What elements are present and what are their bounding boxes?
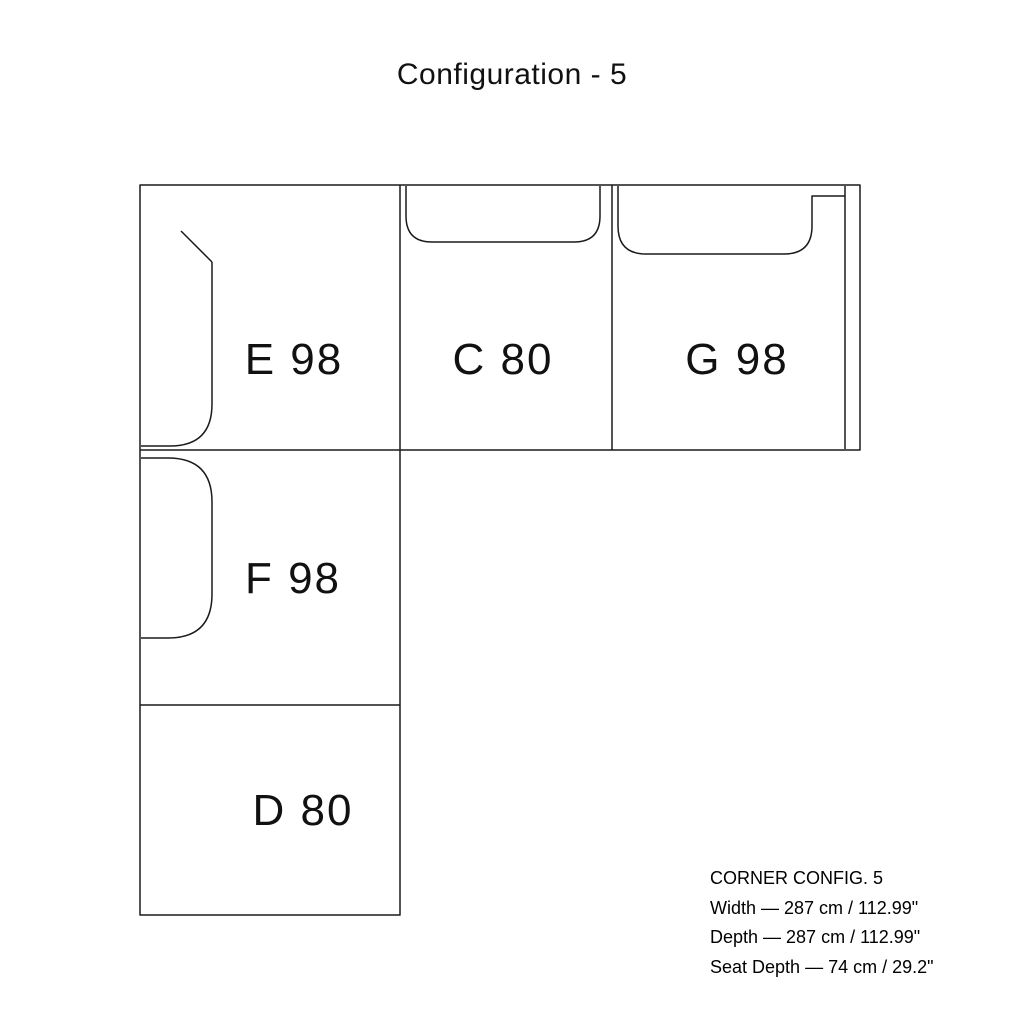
diagram-title: Configuration - 5 <box>396 58 628 91</box>
specs-block: CORNER CONFIG. 5 Width — 287 cm / 112.99… <box>710 864 990 982</box>
specs-width: Width — 287 cm / 112.99" <box>710 897 919 918</box>
module-label-d80: D 80 <box>253 786 354 835</box>
e98-corner-miter-line <box>180 230 213 263</box>
module-label-e98: E 98 <box>245 335 344 384</box>
sofa-outline <box>139 184 861 916</box>
specs-seat-depth: Seat Depth — 74 cm / 29.2" <box>710 956 934 977</box>
module-label-c80: C 80 <box>453 335 554 384</box>
e98-backrest-edge <box>141 262 213 447</box>
c80-backrest-cushion <box>405 186 601 243</box>
f98-backrest-cushion <box>141 457 213 639</box>
module-label-f98: F 98 <box>245 554 341 603</box>
module-labels: E 98 C 80 G 98 F 98 D 80 <box>245 335 788 835</box>
sofa-outer-boundary <box>139 184 861 916</box>
g98-backrest-cushion <box>617 186 845 255</box>
module-label-g98: G 98 <box>685 335 788 384</box>
specs-depth: Depth — 287 cm / 112.99" <box>710 927 921 947</box>
specs-heading: CORNER CONFIG. 5 <box>710 868 884 888</box>
